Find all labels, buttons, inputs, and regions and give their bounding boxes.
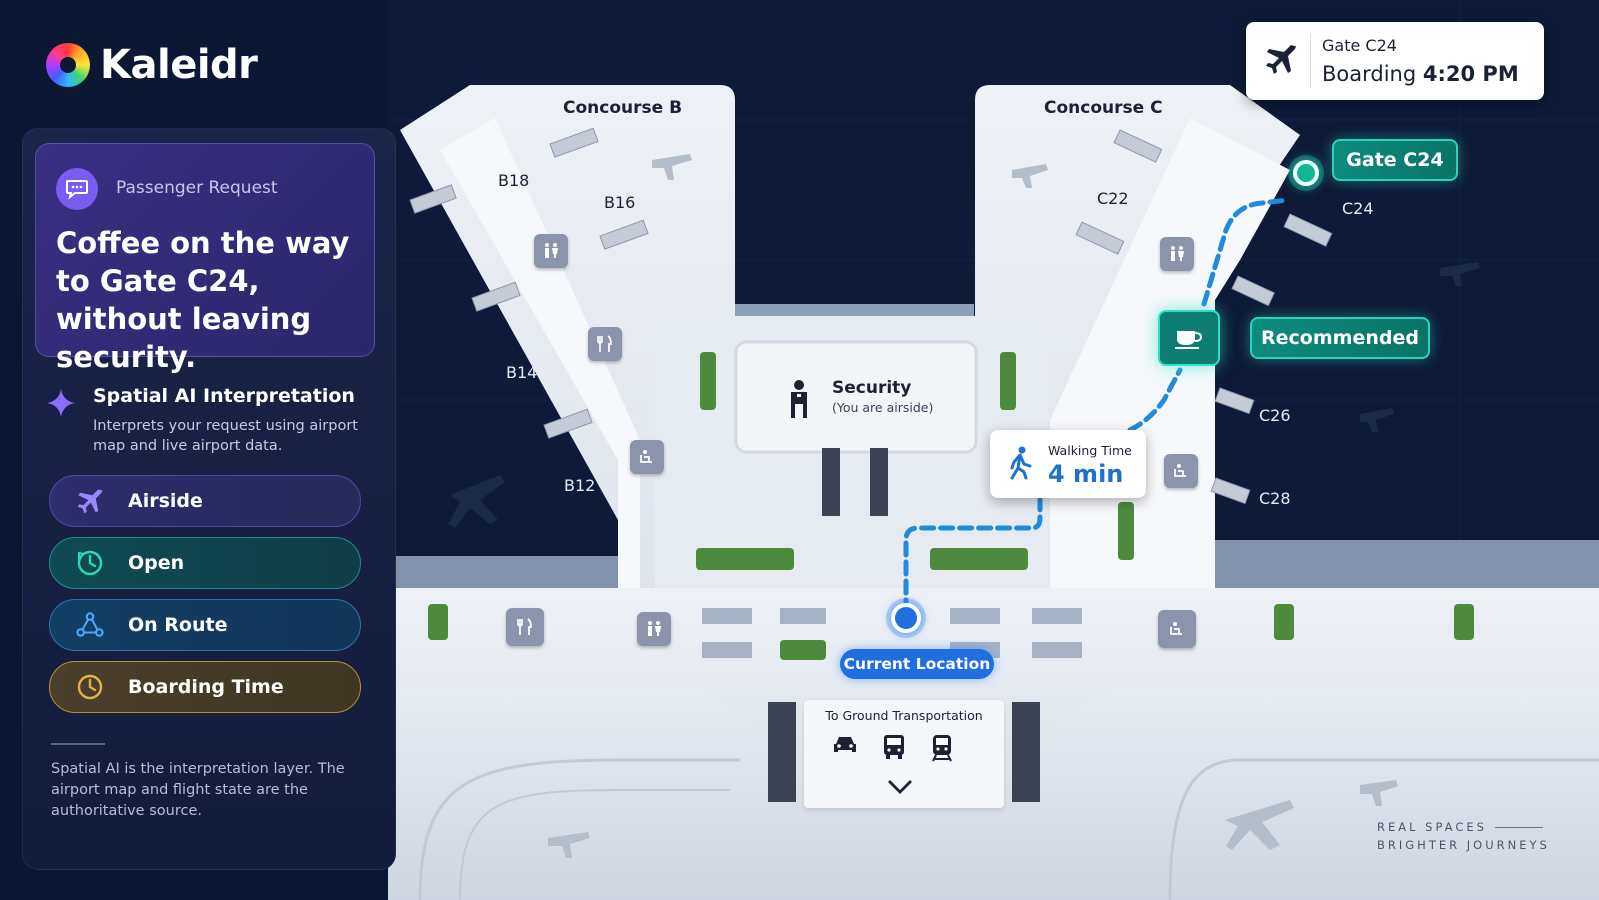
ai-interpretation-title: Spatial AI Interpretation (93, 385, 355, 407)
current-location-pin-icon[interactable] (891, 603, 921, 633)
walking-time-card: Walking Time 4 min (990, 430, 1146, 498)
tagline-line-2: BRIGHTER JOURNEYS (1377, 838, 1550, 852)
passenger-request-card: Passenger Request Coffee on the way to G… (35, 143, 375, 374)
tagline-line-1: REAL SPACES (1377, 820, 1487, 834)
gate-c28-label[interactable]: C28 (1259, 489, 1291, 508)
gate-b14-label[interactable]: B14 (506, 363, 538, 382)
clock-icon (76, 549, 104, 577)
concourse-c-title: Concourse C (1044, 98, 1163, 118)
ai-interpretation-description: Interprets your request using airport ma… (93, 418, 358, 454)
bus-icon (882, 734, 906, 764)
lounge-icon[interactable] (1158, 610, 1196, 648)
current-location-label[interactable]: Current Location (840, 649, 994, 679)
dining-icon[interactable] (588, 327, 622, 361)
airplane-icon (1264, 42, 1298, 80)
boarding-time: 4:20 PM (1422, 62, 1519, 86)
concourse-b-title: Concourse B (563, 98, 683, 118)
restroom-icon[interactable] (534, 234, 568, 268)
gate-c24-tag[interactable]: Gate C24 (1332, 139, 1458, 181)
sparkle-icon (45, 387, 77, 423)
gate-c24-label[interactable]: C24 (1342, 199, 1374, 218)
airplane-icon (76, 487, 104, 515)
flight-card-divider (1310, 34, 1311, 88)
recommended-tag[interactable]: Recommended (1250, 317, 1430, 359)
walking-time-label: Walking Time (1048, 443, 1132, 458)
brand-logo[interactable]: Kaleidr (46, 42, 258, 88)
chat-bubble-icon (56, 168, 98, 210)
boarding-label: Boarding (1322, 62, 1417, 86)
walking-person-icon (1006, 446, 1034, 484)
gate-b12-label[interactable]: B12 (564, 476, 596, 495)
security-label[interactable]: Security (You are airside) (832, 378, 933, 415)
filter-boarding-time[interactable]: Boarding Time (49, 661, 361, 713)
coffee-shop-marker[interactable] (1158, 310, 1220, 366)
clock-icon (76, 673, 104, 701)
lounge-icon[interactable] (1164, 454, 1198, 488)
tagline-rule (1495, 827, 1543, 828)
passenger-request-label: Passenger Request (116, 178, 278, 198)
walking-time-value: 4 min (1048, 460, 1124, 488)
brand-name: Kaleidr (100, 42, 258, 88)
footnote-text: Spatial AI is the interpretation layer. … (51, 761, 345, 819)
gate-c24-pin-icon[interactable] (1293, 160, 1319, 186)
flight-boarding: Boarding 4:20 PM (1322, 62, 1519, 86)
footnote-divider (51, 743, 105, 745)
restroom-icon[interactable] (1160, 237, 1194, 271)
filter-on-route-label: On Route (128, 614, 228, 636)
ground-transportation-panel[interactable]: To Ground Transportation (804, 700, 1004, 808)
gate-b18-label[interactable]: B18 (498, 171, 530, 190)
filter-airside-label: Airside (128, 490, 203, 512)
route-icon (76, 611, 104, 639)
brand-tagline: REAL SPACES BRIGHTER JOURNEYS (1377, 818, 1550, 854)
filter-boarding-time-label: Boarding Time (128, 676, 284, 698)
filter-on-route[interactable]: On Route (49, 599, 361, 651)
filter-open[interactable]: Open (49, 537, 361, 589)
filter-airside[interactable]: Airside (49, 475, 361, 527)
chevron-down-icon[interactable] (886, 778, 914, 800)
security-person-icon (784, 378, 814, 424)
gate-c22-label[interactable]: C22 (1097, 189, 1129, 208)
gate-b16-label[interactable]: B16 (604, 193, 636, 212)
car-icon (832, 734, 858, 760)
dining-icon[interactable] (506, 608, 544, 646)
kaleidr-logo-icon (46, 43, 90, 87)
coffee-cup-icon (1175, 331, 1203, 349)
flight-status-card[interactable]: Gate C24 Boarding 4:20 PM (1246, 22, 1544, 100)
gate-c26-label[interactable]: C26 (1259, 406, 1291, 425)
train-icon (930, 734, 954, 766)
passenger-request-text: Coffee on the way to Gate C24, without l… (56, 226, 350, 374)
security-title: Security (832, 378, 912, 398)
restroom-icon[interactable] (637, 612, 671, 646)
security-subtitle: (You are airside) (832, 400, 934, 415)
filter-open-label: Open (128, 552, 185, 574)
lounge-icon[interactable] (630, 440, 664, 474)
flight-gate: Gate C24 (1322, 36, 1397, 55)
ground-transportation-label: To Ground Transportation (825, 708, 983, 723)
assistant-panel: Passenger Request Coffee on the way to G… (22, 128, 396, 870)
